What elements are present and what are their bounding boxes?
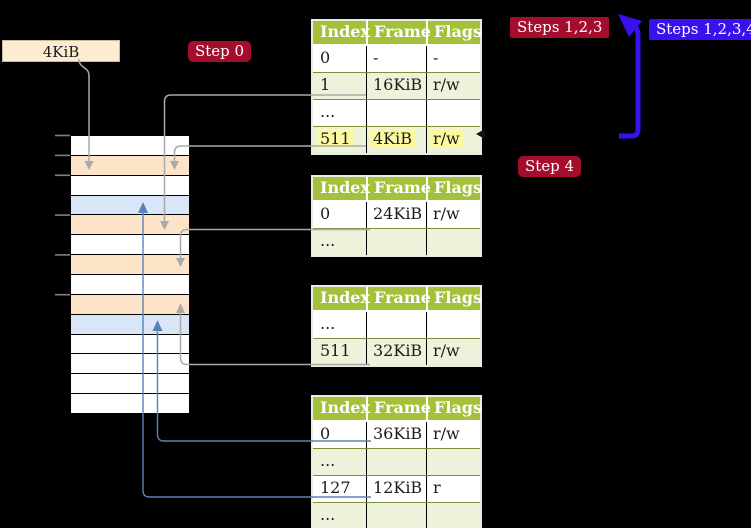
table-row: 0 36KiB r/w: [313, 420, 480, 448]
cell-frame: [366, 449, 426, 475]
cell-flags: [426, 503, 480, 528]
cell-flags: [426, 312, 480, 338]
header-cell-flags: Flags: [426, 177, 482, 200]
cell-flags: r/w: [426, 339, 480, 365]
memory-row: [71, 215, 189, 236]
memory-row: [71, 275, 189, 295]
header-cell-frame: Frame: [366, 21, 431, 44]
memory-row: [71, 195, 189, 216]
table-row: ...: [313, 448, 480, 475]
cell-index: 0: [320, 204, 331, 223]
cell-index: 0: [320, 424, 331, 443]
cell-index: ...: [320, 505, 336, 524]
recursive-lookup-arrow: [618, 14, 642, 139]
header-cell-flags: Flags: [426, 287, 482, 310]
table-header-row: Index Frame Flags: [313, 177, 482, 200]
cell-flags: -: [426, 46, 480, 72]
cell-flags: r/w: [426, 422, 480, 448]
cell-index: 0: [320, 48, 331, 67]
cell-frame: 24KiB: [366, 202, 426, 228]
table-header-row: Index Frame Flags: [313, 397, 482, 420]
cell-frame: 32KiB: [366, 339, 426, 365]
memory-row: [71, 235, 189, 256]
memory-row: [71, 294, 189, 315]
table-row: 127 12KiB r: [313, 475, 480, 502]
cell-index: ...: [320, 102, 336, 121]
table-row: ...: [313, 310, 480, 338]
table-row: ...: [313, 228, 480, 255]
cell-index: 127: [320, 478, 351, 497]
cell-frame: [366, 100, 426, 126]
header-cell-index: Index: [320, 398, 371, 417]
header-cell-frame: Frame: [366, 287, 431, 310]
page-table-4: Index Frame Flags 0 36KiB r/w ... 127 12…: [311, 395, 482, 528]
memory-row: [71, 136, 189, 156]
frame-size-label: 4KiB: [2, 40, 120, 62]
header-cell-index: Index: [320, 22, 371, 41]
table-row: 1 16KiB r/w: [313, 72, 480, 99]
cell-flags: [426, 229, 480, 255]
header-cell-index: Index: [320, 178, 371, 197]
cell-index: 511: [313, 127, 366, 153]
badge-step-4: Step 4: [518, 156, 582, 177]
header-cell-frame: Frame: [366, 397, 431, 420]
header-cell-index: Index: [320, 288, 371, 307]
cell-frame: -: [366, 46, 426, 72]
highlight-mark: 4KiB: [370, 129, 416, 148]
table-row: 511 32KiB r/w: [313, 338, 480, 365]
memory-column: [70, 135, 190, 414]
table-row: 0 - -: [313, 44, 480, 72]
cell-frame: [366, 312, 426, 338]
cell-frame: 4KiB: [366, 127, 426, 153]
cell-frame: 12KiB: [366, 476, 426, 502]
memory-row: [71, 334, 189, 355]
cell-index: ...: [320, 451, 336, 470]
memory-row: [71, 374, 189, 395]
table-header-row: Index Frame Flags: [313, 21, 482, 44]
cell-flags: r/w: [426, 202, 480, 228]
table-header-row: Index Frame Flags: [313, 287, 482, 310]
cell-index: ...: [320, 231, 336, 250]
memory-row: [71, 155, 189, 176]
header-cell-flags: Flags: [426, 21, 482, 44]
page-table-1: Index Frame Flags 0 - - 1 16KiB r/w ... …: [311, 19, 482, 155]
cell-flags: r/w: [426, 127, 480, 153]
cell-index: 511: [320, 341, 351, 360]
cell-frame: [366, 229, 426, 255]
memory-row: [71, 175, 189, 196]
header-cell-flags: Flags: [426, 397, 482, 420]
table-row: ...: [313, 502, 480, 528]
cell-frame: 36KiB: [366, 422, 426, 448]
page-table-3: Index Frame Flags ... 511 32KiB r/w: [311, 285, 482, 367]
table-row: ...: [313, 99, 480, 126]
table-row-highlighted: 511 4KiB r/w: [313, 126, 480, 153]
header-cell-frame: Frame: [366, 177, 431, 200]
highlight-mark: 511: [317, 129, 354, 148]
page-table-2: Index Frame Flags 0 24KiB r/w ...: [311, 175, 482, 257]
ruler-ticks: [55, 134, 70, 296]
badge-steps-1-2-3-4: Steps 1,2,3,4: [649, 19, 751, 40]
highlight-mark: r/w: [430, 129, 463, 148]
cell-index: ...: [320, 314, 336, 333]
memory-row: [71, 394, 189, 414]
badge-steps-1-2-3: Steps 1,2,3: [510, 17, 610, 38]
cell-frame: 16KiB: [366, 73, 426, 99]
cell-frame: [366, 503, 426, 528]
cell-flags: [426, 449, 480, 475]
memory-row: [71, 354, 189, 375]
cell-flags: r/w: [426, 73, 480, 99]
cell-index: 1: [320, 75, 331, 94]
cell-flags: r: [426, 476, 480, 502]
memory-row: [71, 255, 189, 276]
memory-row: [71, 314, 189, 335]
table-row: 0 24KiB r/w: [313, 200, 480, 228]
cell-flags: [426, 100, 480, 126]
badge-step-0: Step 0: [188, 41, 252, 62]
